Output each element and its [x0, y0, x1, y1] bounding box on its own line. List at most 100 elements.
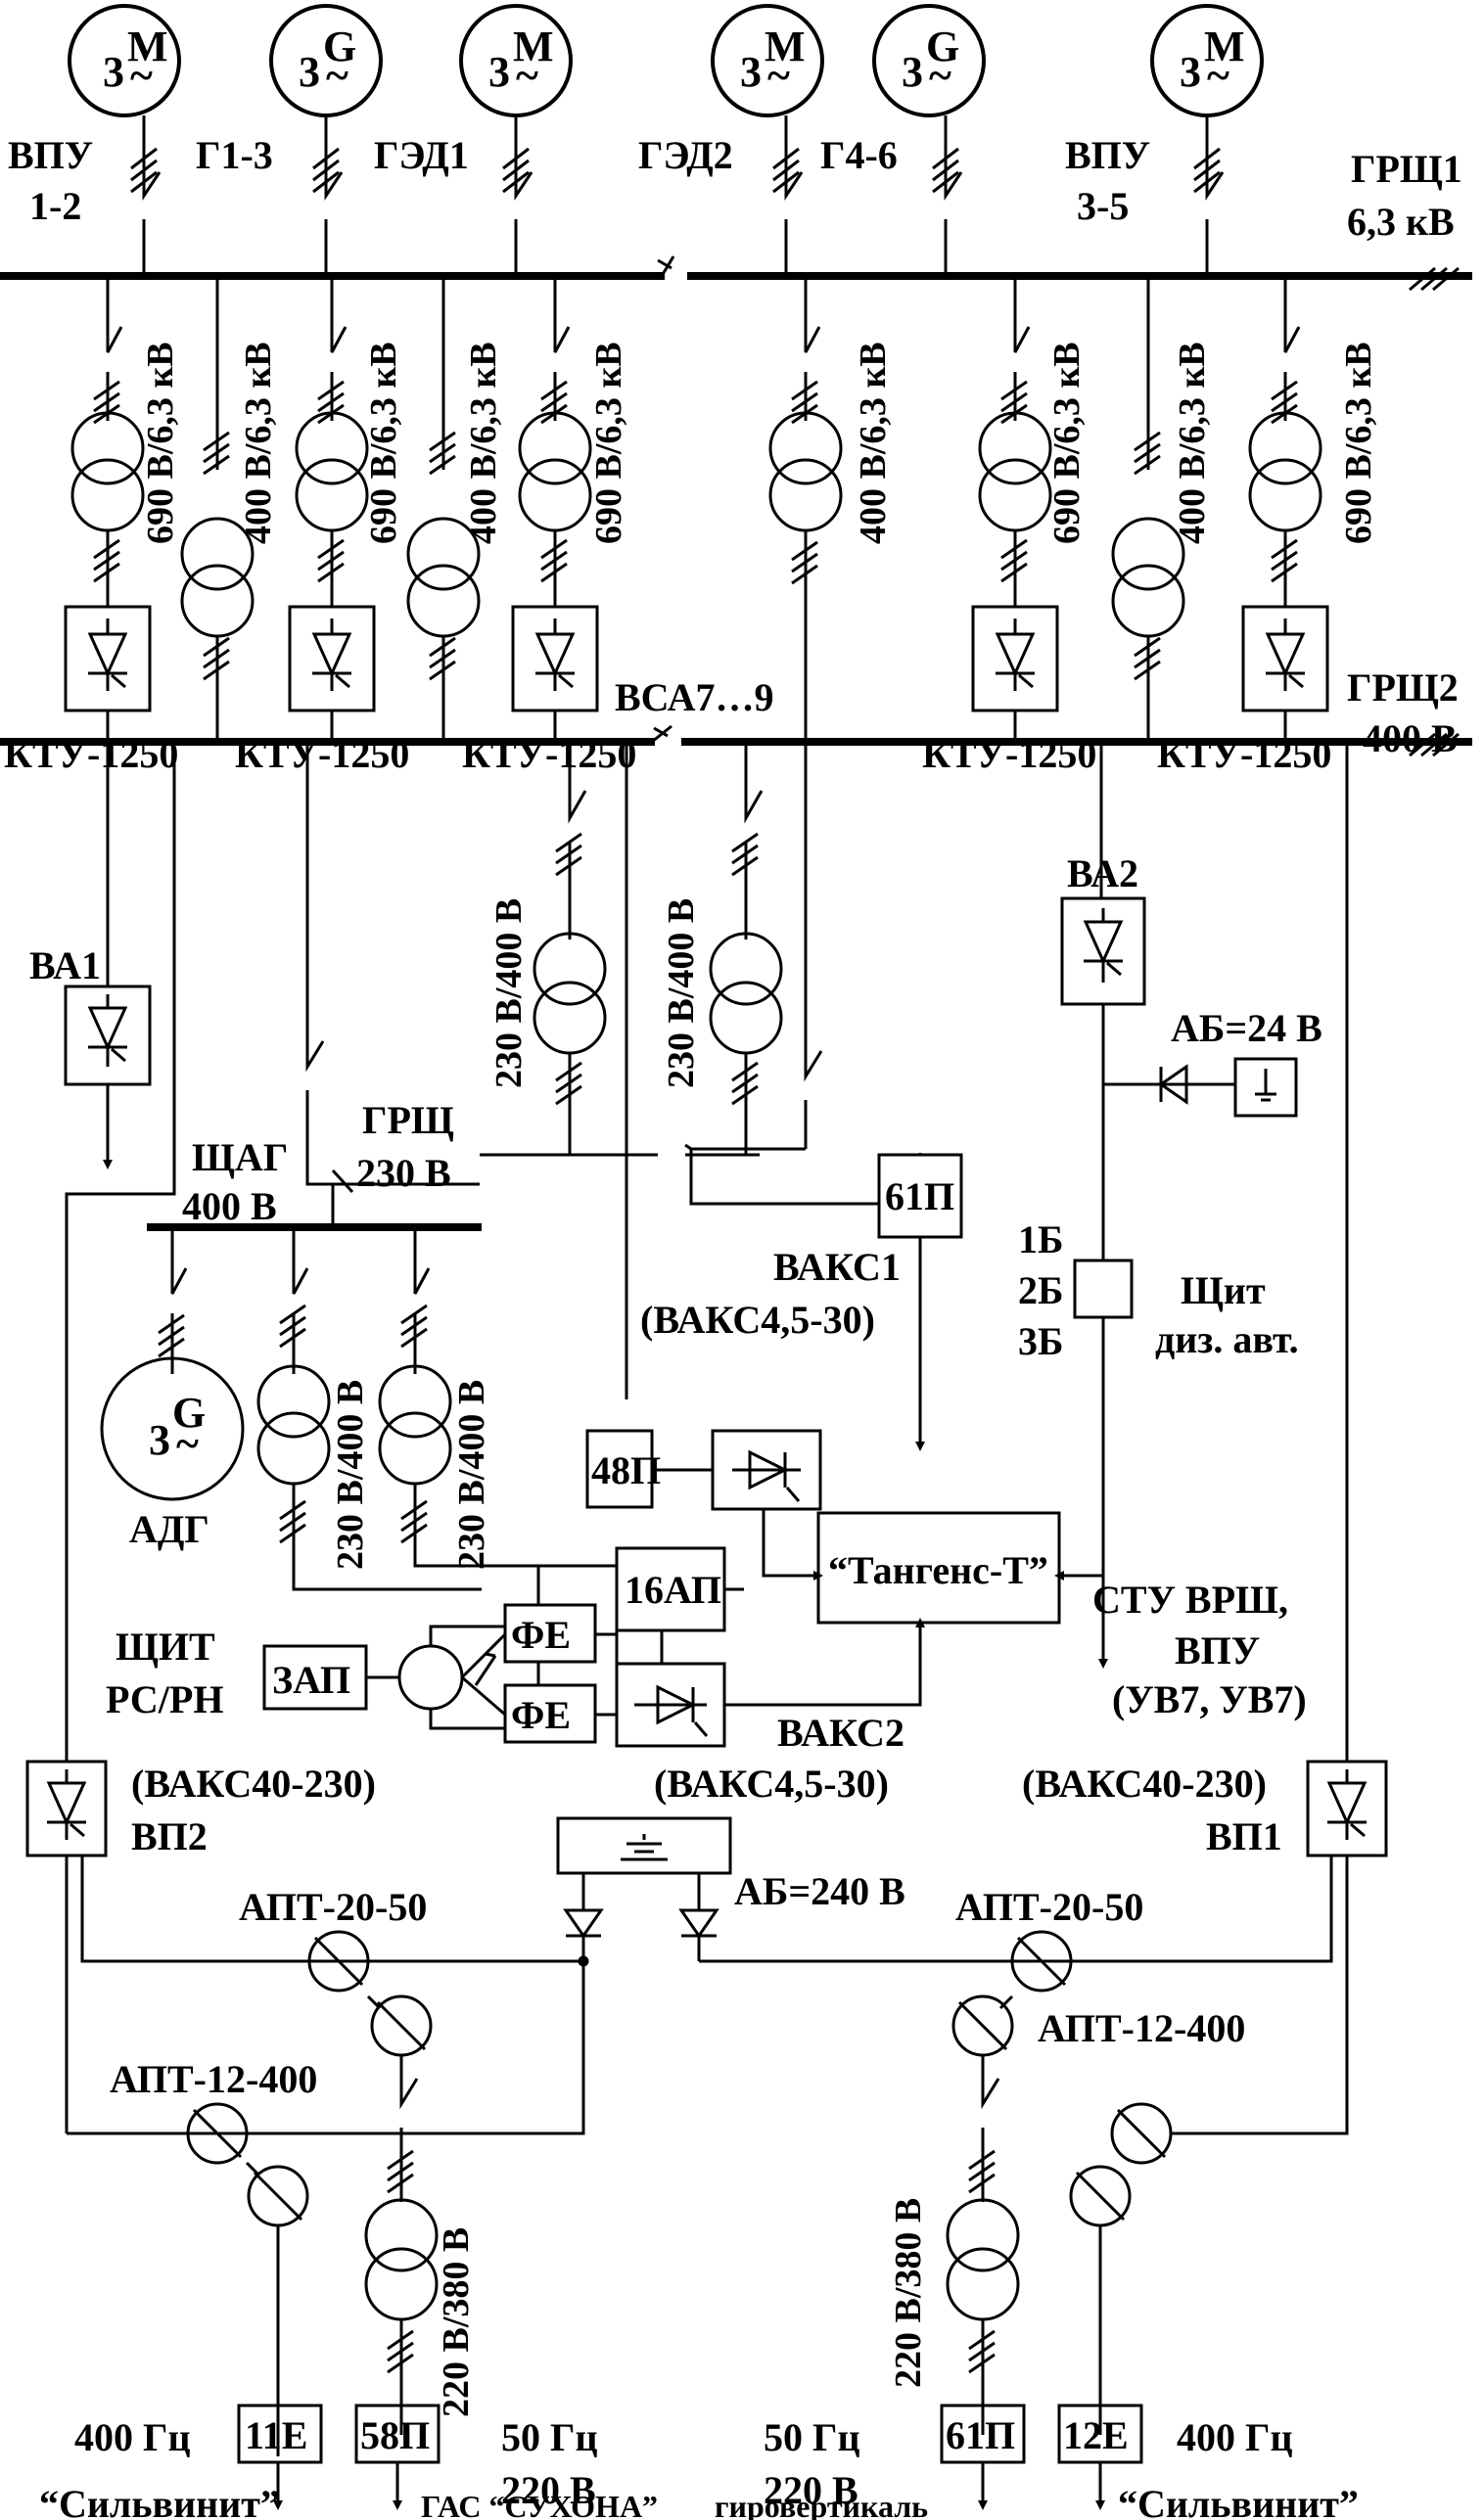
label-400hz-left: 400 Гц	[74, 2415, 191, 2459]
label-vpu35-num: 3-5	[1077, 184, 1129, 228]
motor-vpu35-phase: 3	[1180, 48, 1201, 96]
label-silvinit-left: “Сильвинит”	[39, 2482, 280, 2520]
label-ged1: ГЭД1	[374, 133, 469, 177]
rating-tr-2: 400 В/6,3 кВ	[238, 342, 279, 544]
upper-transformer-ratings: 690 В/6,3 кВ 400 В/6,3 кВ 690 В/6,3 кВ 4…	[140, 342, 1379, 544]
label-1b: 1Б	[1018, 1217, 1063, 1261]
label-va1: ВА1	[29, 943, 101, 987]
label-adg: АДГ	[129, 1507, 209, 1551]
rating-tr-220-1: 220 В/380 В	[436, 2227, 477, 2417]
box-11e-label: 11Е	[245, 2413, 307, 2457]
motor-ged1-tilde: ~	[516, 52, 538, 100]
label-shag-voltage: 400 В	[182, 1184, 277, 1228]
label-ged2: ГЭД2	[638, 133, 733, 177]
label-grsh1: ГРЩ1	[1351, 147, 1462, 191]
top-labels: ВПУ 1-2 Г1-3 ГЭД1 ГЭД2 Г4-6 ВПУ 3-5 ГРЩ1…	[4, 133, 1462, 776]
middle-wiring	[25, 742, 1388, 2456]
gen-g13-sym: G	[323, 23, 356, 70]
label-shag: ЩАГ	[192, 1135, 288, 1179]
motor-vpu35-sym: M	[1204, 23, 1245, 70]
label-grsh2: ГРЩ2	[1347, 665, 1459, 710]
machine-feeders	[130, 115, 1225, 276]
label-ktu-2: КТУ-1250	[235, 732, 409, 776]
gen-g46-phase: 3	[902, 48, 923, 96]
label-ktu-4: КТУ-1250	[922, 732, 1096, 776]
rating-tr-6: 400 В/6,3 кВ	[853, 342, 894, 544]
rating-tr-9: 690 В/6,3 кВ	[1338, 342, 1379, 544]
gen-g46-tilde: ~	[929, 52, 951, 100]
machines-row	[68, 4, 1264, 117]
label-stu-vpu: ВПУ	[1175, 1628, 1260, 1672]
label-ktu-3: КТУ-1250	[462, 732, 636, 776]
label-g13: Г1-3	[196, 133, 273, 177]
rating-tr-7: 690 В/6,3 кВ	[1046, 342, 1088, 544]
middle-transformer-ratings: 230 В/400 В 230 В/400 В 230 В/400 В 230 …	[330, 898, 929, 2417]
motor-vpu35-tilde: ~	[1207, 52, 1229, 100]
label-400hz-right: 400 Гц	[1177, 2415, 1293, 2459]
label-shchit-diz: Щит	[1181, 1268, 1266, 1312]
label-grsh: ГРЩ	[362, 1098, 454, 1142]
upper-transformer-feeders	[70, 276, 1322, 1149]
box-61p-bottom-label: 61П	[946, 2413, 1015, 2457]
label-220v-left: 220 В	[501, 2468, 596, 2512]
box-61p-label: 61П	[885, 1174, 954, 1218]
label-tangens: “Тангенс-Т”	[828, 1548, 1048, 1592]
label-shchit-diz-sub: диз. авт.	[1155, 1317, 1299, 1361]
rating-tr-5: 690 В/6,3 кВ	[588, 342, 629, 544]
rating-tr-1: 690 В/6,3 кВ	[140, 342, 181, 544]
motor-ged1-phase: 3	[488, 48, 510, 96]
adg-tilde: ~	[176, 1420, 199, 1468]
motor-ged2-phase: 3	[740, 48, 762, 96]
label-220v-right: 220 В	[764, 2468, 858, 2512]
gen-g13-phase: 3	[299, 48, 320, 96]
label-ab24: АБ=24 В	[1171, 1006, 1322, 1050]
label-apt2050-right: АПТ-20-50	[955, 1885, 1143, 1929]
rating-tr-230-2: 230 В/400 В	[661, 898, 702, 1088]
label-va2: ВА2	[1067, 851, 1138, 895]
adg-sym: G	[172, 1389, 206, 1437]
label-gas-sukhona: ГАС “СУХОНА”	[421, 2489, 658, 2520]
motor-ged2-sym: M	[765, 23, 806, 70]
label-vp2: ВП2	[131, 1814, 208, 1858]
label-grsh2-voltage: 400 В	[1363, 716, 1458, 760]
label-apt12400-right: АПТ-12-400	[1038, 2006, 1245, 2050]
label-ab240: АБ=240 В	[734, 1869, 905, 1913]
gen-g46-sym: G	[926, 23, 959, 70]
label-vsa: ВСА7…9	[615, 675, 773, 719]
box-12e-label: 12Е	[1063, 2413, 1129, 2457]
rating-tr-3: 690 В/6,3 кВ	[363, 342, 404, 544]
ktu-rectifiers	[64, 605, 1329, 742]
label-grsh-voltage: 230 В	[356, 1151, 451, 1195]
adg-phase: 3	[149, 1416, 170, 1464]
label-vpu35: ВПУ	[1065, 133, 1150, 177]
box-labels: 61П 48П 16АП ЗАП ФЕ ФЕ 11Е 58П 61П 12Е 3…	[149, 1174, 1129, 2457]
rating-tr-4: 400 В/6,3 кВ	[463, 342, 504, 544]
label-vaks2-model: (ВАКС4,5-30)	[654, 1762, 889, 1806]
label-vaks1-model: (ВАКС4,5-30)	[640, 1298, 875, 1342]
label-ktu-5: КТУ-1250	[1157, 732, 1331, 776]
box-fe-2-label: ФЕ	[511, 1693, 571, 1737]
label-3b: 3Б	[1018, 1319, 1063, 1363]
label-vp1-model: (ВАКС40-230)	[1022, 1762, 1267, 1806]
label-vp2-model: (ВАКС40-230)	[131, 1762, 376, 1806]
label-shchit-rs: ЩИТ	[116, 1625, 215, 1669]
middle-labels: ВА1 ВА2 АБ=24 В ГРЩ 230 В ЩАГ 400 В ВАКС…	[29, 851, 1359, 2520]
label-50hz-left: 50 Гц	[501, 2415, 598, 2459]
label-vaks1: ВАКС1	[773, 1245, 901, 1289]
label-vpu12-num: 1-2	[29, 184, 81, 228]
motor-ged1-sym: M	[513, 23, 554, 70]
label-apt2050-left: АПТ-20-50	[239, 1885, 427, 1929]
lower-transformers	[237, 2055, 1143, 2510]
label-vpu12: ВПУ	[8, 133, 93, 177]
label-ktu-1: КТУ-1250	[4, 732, 178, 776]
motor-ged2-tilde: ~	[767, 52, 790, 100]
label-stu: СТУ ВРШ,	[1092, 1578, 1288, 1622]
motor-vpu12-tilde: ~	[130, 52, 153, 100]
label-50hz-right: 50 Гц	[764, 2415, 860, 2459]
machine-symbols: 3 M ~ 3 G ~ 3 M ~ 3 M ~ 3 G ~ 3 M ~	[103, 23, 1245, 100]
label-girovertikal: гировертикаль	[715, 2489, 928, 2520]
label-stu-uv: (УВ7, УВ7)	[1112, 1677, 1307, 1721]
box-fe-1-label: ФЕ	[511, 1613, 571, 1657]
bus-coupler-switches	[651, 255, 1460, 757]
motor-vpu12-phase: 3	[103, 48, 124, 96]
